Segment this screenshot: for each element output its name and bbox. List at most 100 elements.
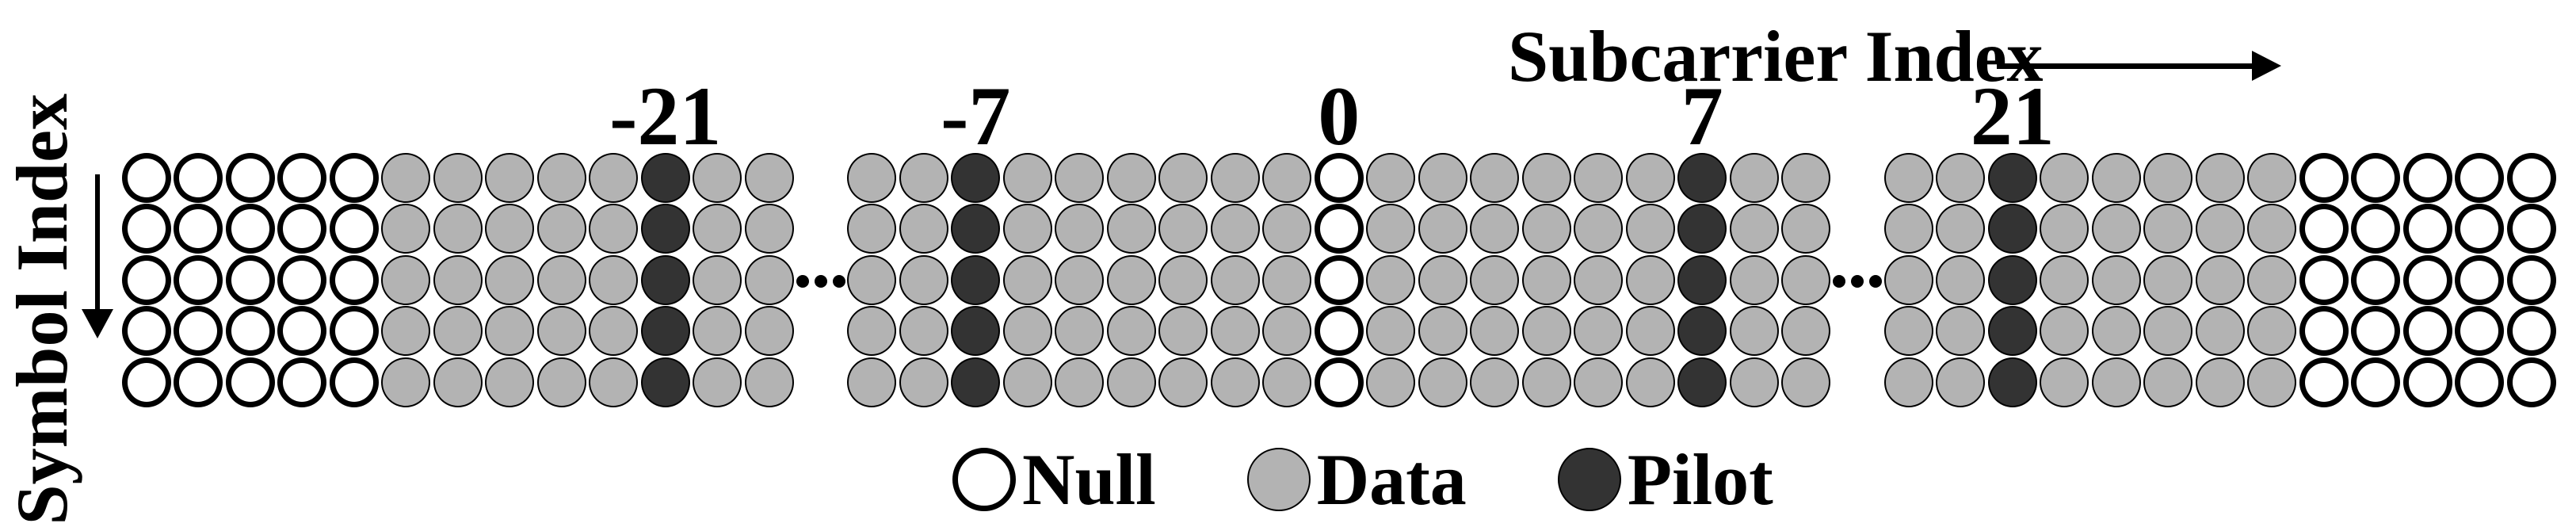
subcarrier-column-data — [1469, 151, 1521, 413]
subcarrier-column-data — [898, 151, 950, 413]
data-subcarrier-cell — [536, 306, 586, 356]
data-subcarrier-cell — [1625, 152, 1675, 203]
data-subcarrier-cell — [2143, 254, 2193, 305]
null-subcarrier-cell — [2402, 152, 2452, 203]
null-subcarrier-cell — [2351, 254, 2401, 305]
subcarrier-arrow-head-icon — [2252, 51, 2281, 81]
data-subcarrier-cell — [485, 357, 535, 407]
data-subcarrier-cell — [433, 204, 483, 254]
data-subcarrier-cell — [1158, 204, 1208, 254]
data-subcarrier-cell — [1002, 152, 1052, 203]
legend-label-null: Null — [1022, 439, 1156, 520]
subcarrier-column-data — [1105, 151, 1158, 413]
data-subcarrier-cell — [1470, 204, 1520, 254]
data-subcarrier-cell — [1625, 204, 1675, 254]
data-subcarrier-cell — [1210, 254, 1260, 305]
data-subcarrier-cell — [1625, 254, 1675, 305]
data-subcarrier-cell — [1158, 254, 1208, 305]
data-subcarrier-cell — [1470, 254, 1520, 305]
data-subcarrier-cell — [2247, 254, 2297, 305]
subcarrier-column-null — [173, 151, 225, 413]
data-subcarrier-cell — [1055, 152, 1105, 203]
data-subcarrier-cell — [693, 306, 742, 356]
null-subcarrier-cell — [2299, 306, 2349, 356]
subcarrier-tick-label: 21 — [1970, 69, 2055, 162]
pilot-subcarrier-cell — [1987, 357, 2037, 407]
data-subcarrier-cell — [589, 357, 639, 407]
data-subcarrier-cell — [2195, 357, 2245, 407]
data-subcarrier-cell — [1366, 204, 1416, 254]
data-subcarrier-cell — [693, 204, 742, 254]
null-subcarrier-cell — [2455, 306, 2505, 356]
subcarrier-column-data — [2143, 151, 2195, 413]
data-subcarrier-cell — [1366, 357, 1416, 407]
pilot-subcarrier-cell — [951, 306, 1001, 356]
data-subcarrier-cell — [693, 152, 742, 203]
data-subcarrier-cell — [433, 152, 483, 203]
ellipsis-dot-icon — [832, 275, 845, 288]
null-subcarrier-cell — [174, 152, 223, 203]
null-subcarrier-cell — [2455, 204, 2505, 254]
ellipsis-dot-icon — [814, 275, 827, 288]
null-circle-icon — [952, 448, 1016, 511]
subcarrier-column-data — [380, 151, 433, 413]
symbol-arrow-line — [95, 174, 100, 309]
legend-label-pilot: Pilot — [1627, 439, 1773, 520]
subcarrier-arrow-line — [1997, 63, 2252, 69]
data-subcarrier-cell — [1002, 357, 1052, 407]
data-subcarrier-cell — [847, 306, 897, 356]
data-subcarrier-cell — [1521, 254, 1571, 305]
data-subcarrier-cell — [1106, 254, 1156, 305]
data-subcarrier-cell — [1574, 152, 1624, 203]
subcarrier-column-data — [846, 151, 899, 413]
data-subcarrier-cell — [2091, 306, 2141, 356]
subcarrier-column-data — [536, 151, 588, 413]
null-subcarrier-cell — [2299, 254, 2349, 305]
pilot-subcarrier-cell — [640, 152, 690, 203]
subcarrier-column-null — [2402, 151, 2454, 413]
data-subcarrier-cell — [2143, 357, 2193, 407]
data-subcarrier-cell — [847, 254, 897, 305]
data-subcarrier-cell — [1574, 204, 1624, 254]
data-subcarrier-cell — [1262, 254, 1312, 305]
subcarrier-column-null: 0 — [1313, 74, 1365, 413]
data-subcarrier-cell — [485, 204, 535, 254]
data-subcarrier-cell — [1262, 357, 1312, 407]
null-subcarrier-cell — [2351, 204, 2401, 254]
ellipsis-dot-icon — [796, 275, 809, 288]
subcarrier-column-data — [2090, 151, 2143, 413]
data-subcarrier-cell — [381, 254, 431, 305]
data-subcarrier-cell — [589, 204, 639, 254]
subcarrier-column-data — [2246, 151, 2299, 413]
null-subcarrier-cell — [2402, 204, 2452, 254]
null-subcarrier-cell — [1314, 254, 1364, 305]
subcarrier-column-data — [692, 151, 744, 413]
data-subcarrier-cell — [381, 357, 431, 407]
data-subcarrier-cell — [1210, 152, 1260, 203]
data-subcarrier-cell — [1936, 254, 1986, 305]
subcarrier-column-null — [328, 151, 380, 413]
null-subcarrier-cell — [225, 306, 275, 356]
data-subcarrier-cell — [847, 357, 897, 407]
data-subcarrier-cell — [2040, 254, 2089, 305]
null-subcarrier-cell — [2506, 254, 2556, 305]
subcarrier-column-data — [2194, 151, 2246, 413]
data-subcarrier-cell — [536, 152, 586, 203]
data-subcarrier-cell — [899, 254, 948, 305]
null-subcarrier-cell — [2506, 204, 2556, 254]
data-subcarrier-cell — [1106, 152, 1156, 203]
data-subcarrier-cell — [536, 357, 586, 407]
data-subcarrier-cell — [1210, 306, 1260, 356]
pilot-subcarrier-cell — [1677, 204, 1727, 254]
symbol-arrow-head-icon — [82, 309, 113, 338]
subcarrier-column-data — [1780, 151, 1833, 413]
null-subcarrier-cell — [2455, 254, 2505, 305]
data-subcarrier-cell — [1625, 306, 1675, 356]
subcarrier-column-null — [2454, 151, 2506, 413]
data-subcarrier-cell — [1055, 254, 1105, 305]
data-subcarrier-cell — [2091, 204, 2141, 254]
null-subcarrier-cell — [1314, 306, 1364, 356]
data-subcarrier-cell — [2091, 254, 2141, 305]
null-subcarrier-cell — [174, 204, 223, 254]
data-subcarrier-cell — [2091, 152, 2141, 203]
